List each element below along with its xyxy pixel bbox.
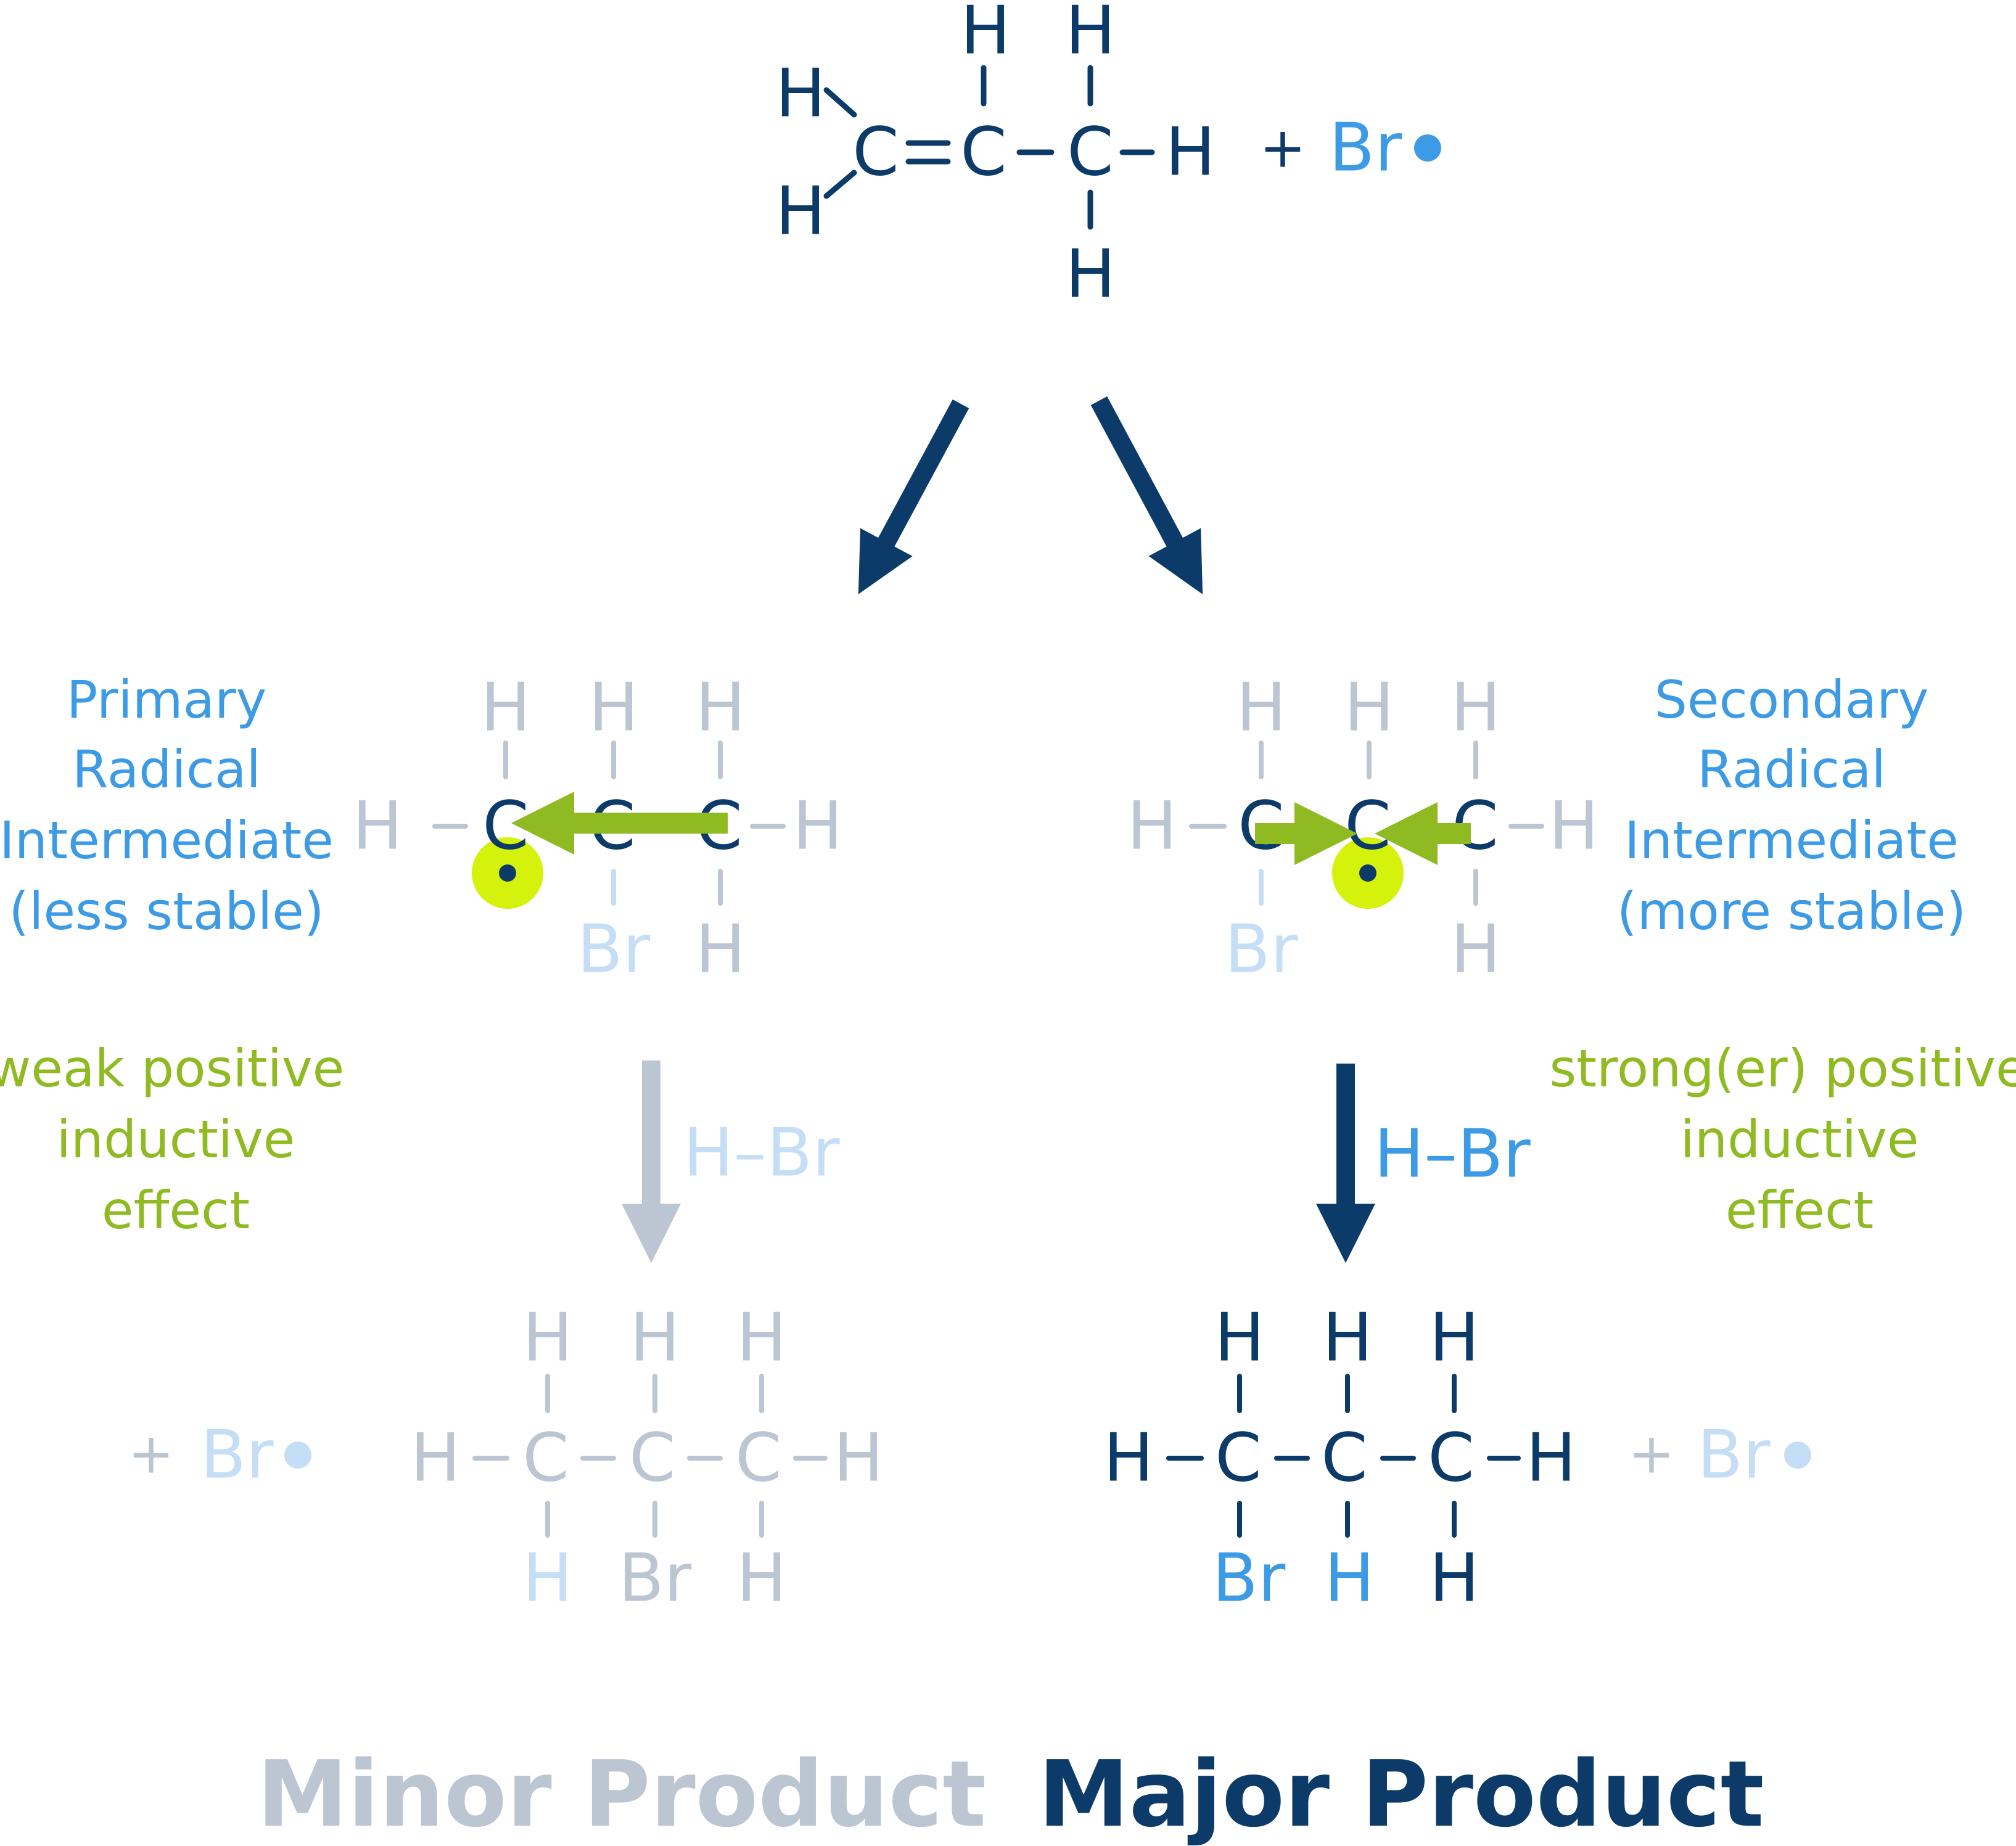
product-bonds bbox=[1166, 1374, 1521, 1538]
svg-text:Radical: Radical bbox=[1697, 739, 1886, 800]
atom-h: H bbox=[410, 1420, 460, 1497]
atom-h: H bbox=[695, 670, 745, 747]
atom-h: H bbox=[522, 1540, 572, 1617]
svg-text:inductive: inductive bbox=[57, 1109, 295, 1170]
atom-h: H bbox=[775, 55, 825, 133]
svg-text:(more stable): (more stable) bbox=[1617, 881, 1966, 941]
atom-br: Br bbox=[1212, 1540, 1286, 1617]
primary-radical-label: Primary Radical Intermediate (less stabl… bbox=[0, 670, 334, 941]
atom-h: H bbox=[630, 1300, 680, 1377]
primary-inductive-effect-label: weak positive inductive effect bbox=[0, 1038, 344, 1241]
svg-text:Radical: Radical bbox=[72, 739, 261, 800]
major-reagent-hbr: H–Br bbox=[1374, 1116, 1531, 1193]
atom-h: H bbox=[480, 670, 530, 747]
atom-c: C bbox=[1067, 114, 1113, 191]
atom-h: H bbox=[775, 173, 825, 250]
atom-h: H bbox=[792, 788, 842, 865]
atom-h: H bbox=[1450, 911, 1500, 988]
secondary-inductive-effect-label: strong(er) positive inductive effect bbox=[1549, 1038, 2016, 1241]
atom-h: H bbox=[1549, 788, 1598, 865]
atom-h: H bbox=[833, 1420, 883, 1497]
atom-h: H bbox=[1065, 236, 1115, 313]
atom-h: H bbox=[352, 788, 402, 865]
atom-h: H bbox=[1127, 788, 1177, 865]
atom-h: H bbox=[1429, 1540, 1479, 1617]
minor-byproduct-plus: + bbox=[128, 1422, 174, 1487]
svg-text:strong(er) positive: strong(er) positive bbox=[1549, 1038, 2016, 1099]
atom-c: C bbox=[629, 1420, 675, 1497]
radical-dot bbox=[1359, 864, 1376, 882]
svg-text:weak positive: weak positive bbox=[0, 1038, 344, 1099]
radical-dot bbox=[1414, 134, 1441, 162]
major-byproduct-plus: + bbox=[1628, 1422, 1674, 1487]
atom-br: Br bbox=[1225, 911, 1298, 988]
atom-c: C bbox=[1428, 1420, 1474, 1497]
atom-c: C bbox=[1215, 1420, 1261, 1497]
atom-h: H bbox=[1450, 670, 1500, 747]
atom-c: C bbox=[960, 114, 1006, 191]
atom-br: Br bbox=[577, 911, 651, 988]
major-byproduct-bromine-radical: Br bbox=[1697, 1417, 1771, 1494]
svg-text:Intermediate: Intermediate bbox=[0, 810, 334, 871]
minor-product-molecule: H H H H C C C H H Br H bbox=[410, 1300, 883, 1617]
svg-text:Primary: Primary bbox=[67, 670, 267, 730]
atom-h: H bbox=[1324, 1540, 1374, 1617]
radical-dot bbox=[499, 864, 516, 882]
arrow-to-primary-radical bbox=[858, 399, 969, 594]
reactant-plus: + bbox=[1259, 116, 1306, 181]
atom-h: H bbox=[1065, 0, 1115, 70]
svg-text:effect: effect bbox=[1726, 1180, 1874, 1241]
atom-h: H bbox=[1165, 114, 1215, 191]
atom-h: H bbox=[1103, 1420, 1153, 1497]
radical-dot bbox=[284, 1442, 311, 1469]
atom-c: C bbox=[735, 1420, 781, 1497]
atom-h: H bbox=[522, 1300, 572, 1377]
atom-c: C bbox=[1321, 1420, 1367, 1497]
atom-c-radical: C bbox=[482, 788, 529, 865]
major-product-molecule: H H H H C C C H Br H H bbox=[1103, 1300, 1576, 1617]
secondary-radical-intermediate: H H H H C C C H Br H bbox=[1127, 670, 1598, 988]
atom-h: H bbox=[588, 670, 638, 747]
atom-br: Br bbox=[619, 1540, 692, 1617]
reactant-propene: H H H C C C H H H bbox=[775, 0, 1215, 313]
atom-h: H bbox=[736, 1540, 786, 1617]
atom-h: H bbox=[1526, 1420, 1576, 1497]
atom-h: H bbox=[960, 0, 1010, 70]
major-product-title: Major Product bbox=[1039, 1741, 1764, 1846]
minor-product-title: Minor Product bbox=[257, 1741, 986, 1846]
atom-h: H bbox=[1236, 670, 1286, 747]
arrow-to-secondary-radical bbox=[1090, 396, 1203, 594]
svg-text:effect: effect bbox=[102, 1180, 250, 1241]
atom-h: H bbox=[1214, 1300, 1264, 1377]
atom-c: C bbox=[522, 1420, 569, 1497]
svg-text:(less stable): (less stable) bbox=[9, 881, 324, 941]
reactant-bromine-radical: Br bbox=[1329, 110, 1402, 187]
svg-text:Secondary: Secondary bbox=[1655, 670, 1929, 730]
atom-h: H bbox=[736, 1300, 786, 1377]
atom-c-radical: C bbox=[1344, 788, 1391, 865]
secondary-radical-label: Secondary Radical Intermediate (more sta… bbox=[1617, 670, 1966, 941]
minor-reagent-hbr: H–Br bbox=[683, 1115, 840, 1192]
atom-h: H bbox=[695, 911, 745, 988]
minor-byproduct-bromine-radical: Br bbox=[200, 1417, 274, 1494]
atom-h: H bbox=[1344, 670, 1394, 747]
atom-h: H bbox=[1322, 1300, 1372, 1377]
reactant-bonds bbox=[823, 65, 1155, 230]
primary-radical-intermediate: H H H H C C C H Br H bbox=[352, 670, 842, 988]
atom-h: H bbox=[1429, 1300, 1479, 1377]
svg-text:Intermediate: Intermediate bbox=[1624, 810, 1959, 871]
radical-dot bbox=[1784, 1442, 1811, 1469]
product-bonds bbox=[472, 1374, 828, 1538]
atom-c: C bbox=[852, 114, 899, 191]
svg-text:inductive: inductive bbox=[1681, 1109, 1919, 1170]
